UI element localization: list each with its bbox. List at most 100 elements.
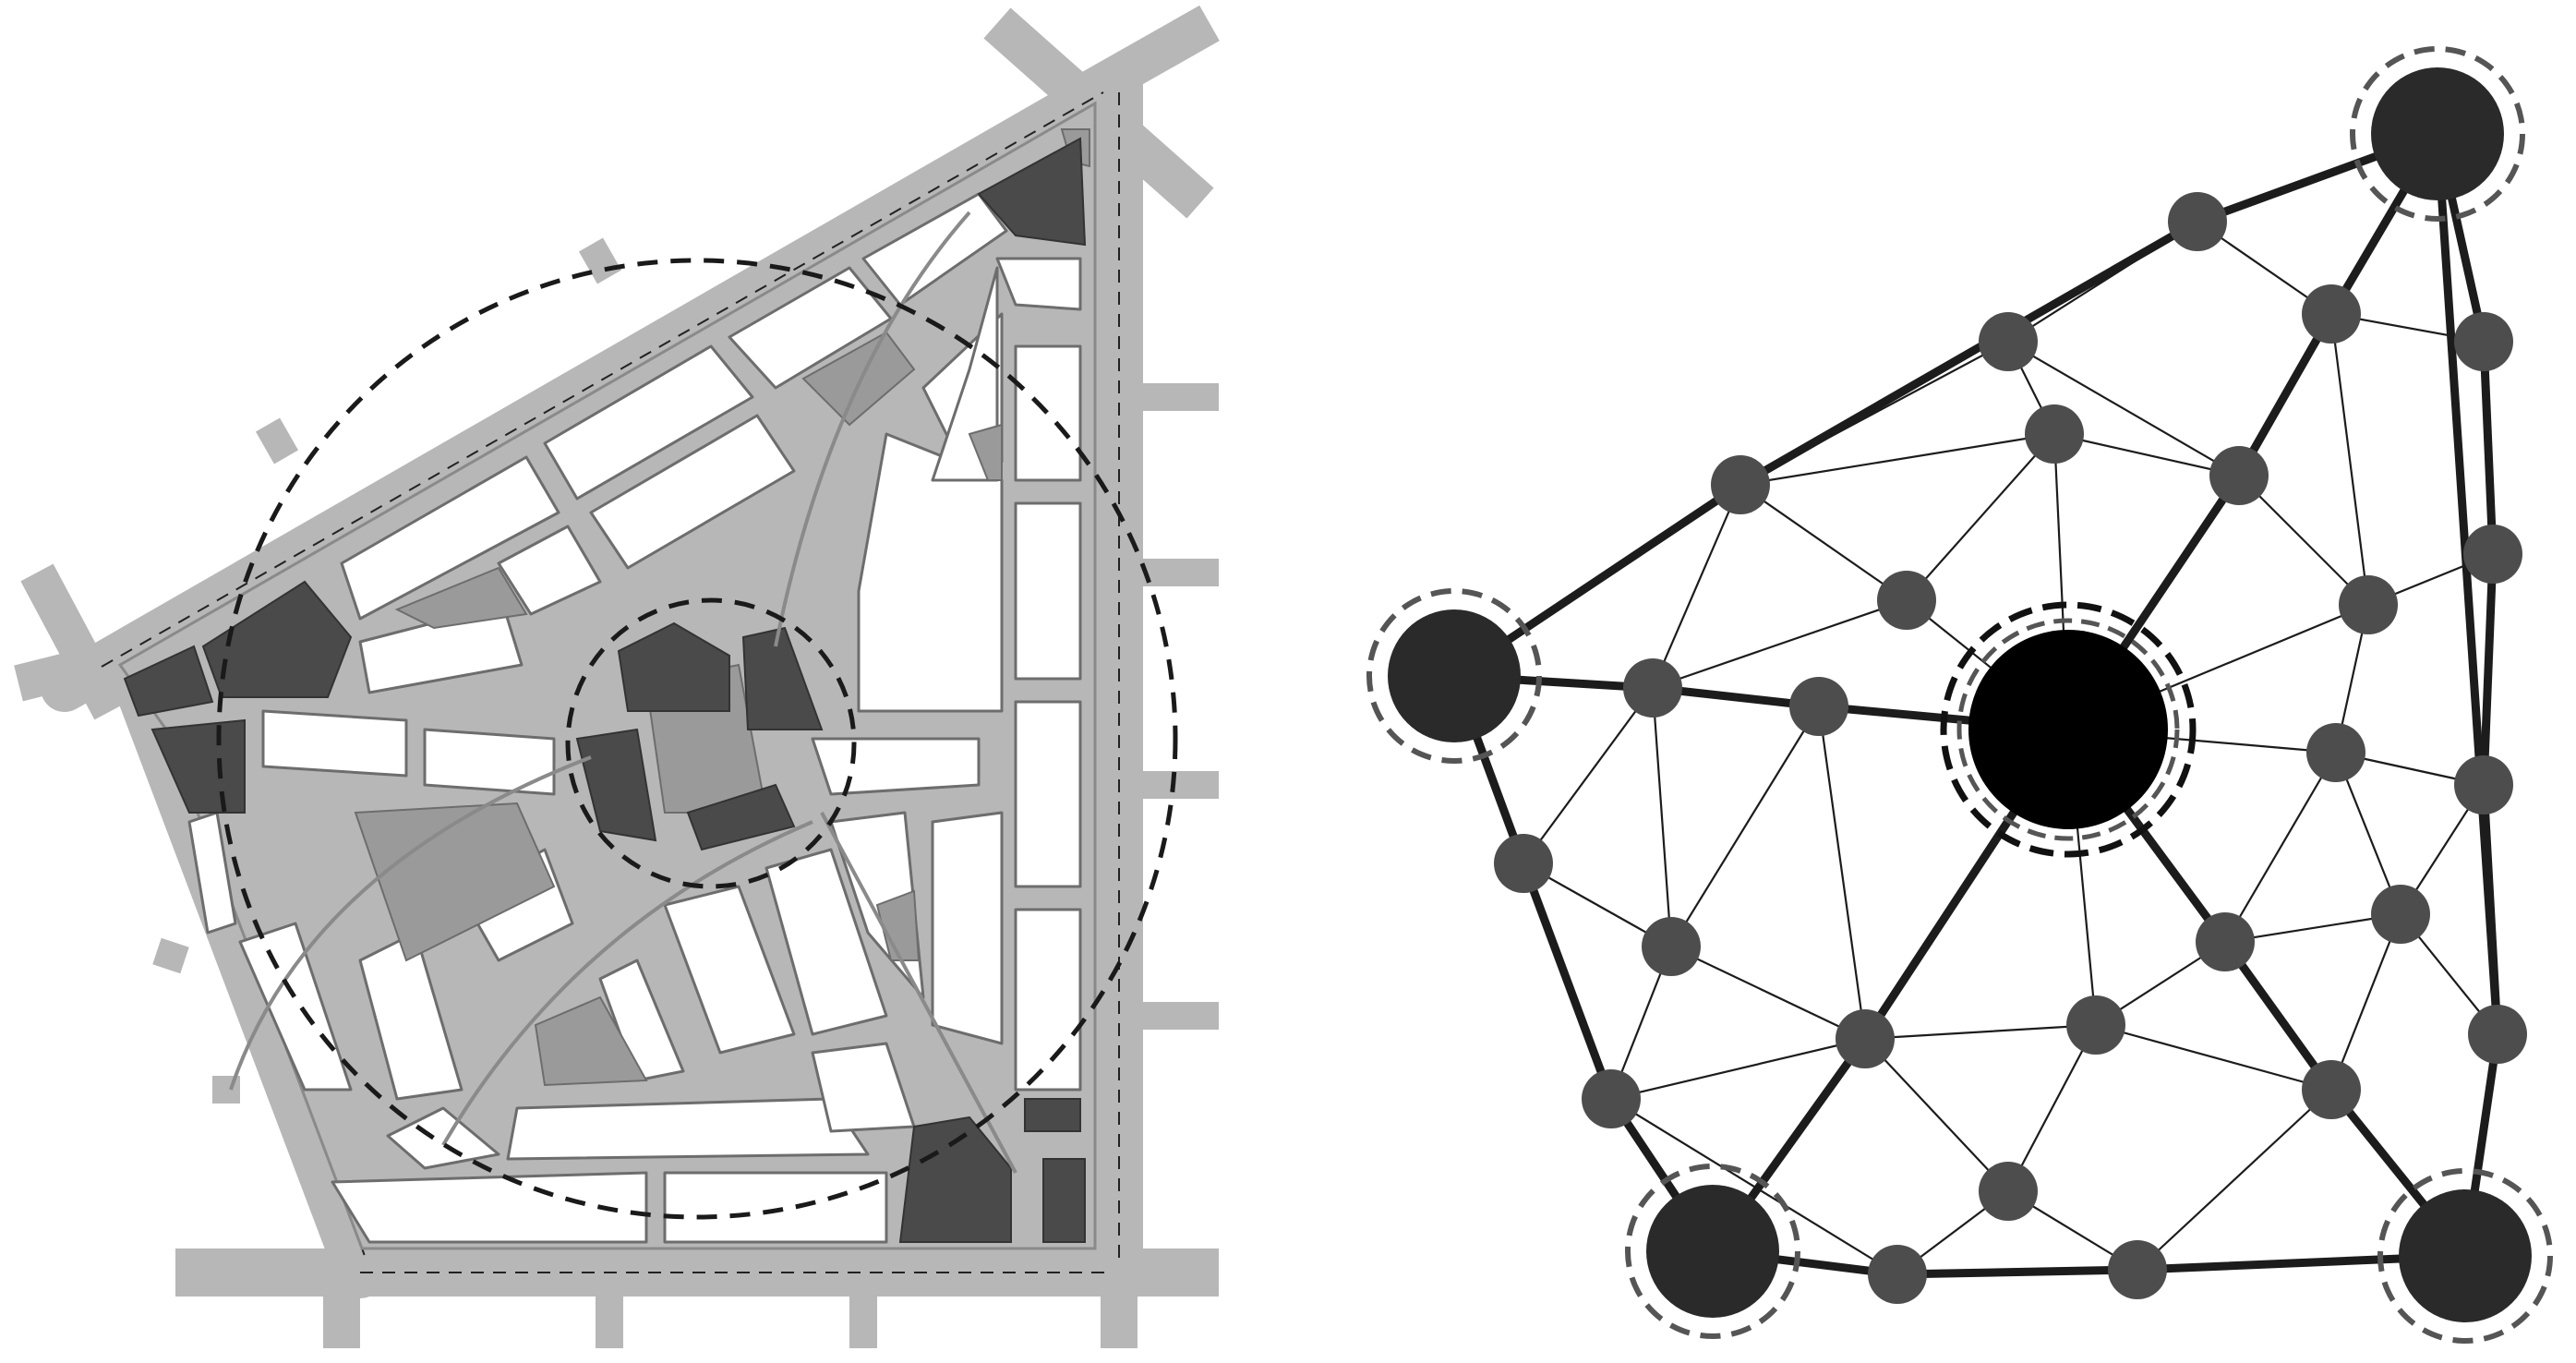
inner-street-curve bbox=[774, 211, 971, 647]
facility-block bbox=[123, 645, 214, 718]
facility-block bbox=[1024, 1098, 1081, 1132]
minor-link bbox=[1863, 1037, 2010, 1193]
hub-service-ring bbox=[2377, 1168, 2553, 1344]
block bbox=[811, 737, 981, 796]
center-service-ring bbox=[1940, 601, 2197, 858]
minor-link bbox=[1669, 705, 1821, 948]
center-service-ring-inner bbox=[1956, 618, 2180, 841]
local-node bbox=[2302, 284, 2361, 344]
local-node bbox=[2209, 446, 2269, 505]
corner-hub bbox=[2371, 67, 2504, 200]
network-graph bbox=[1366, 46, 2553, 1344]
block bbox=[861, 192, 1008, 307]
hub-service-ring bbox=[2350, 46, 2525, 222]
road-arm-nw-1 bbox=[20, 563, 127, 720]
block bbox=[728, 266, 893, 390]
major-link bbox=[2479, 337, 2498, 559]
minor-link bbox=[1609, 1037, 1867, 1101]
local-node bbox=[1979, 1162, 2038, 1221]
local-node bbox=[2371, 885, 2430, 944]
green-area bbox=[354, 802, 556, 962]
inner-street-curve bbox=[820, 812, 1017, 1174]
facility-block bbox=[150, 718, 246, 814]
inner-street-curve bbox=[229, 755, 592, 1091]
block bbox=[1014, 501, 1082, 681]
minor-link bbox=[1863, 1023, 2098, 1041]
facility-block bbox=[898, 1116, 1012, 1243]
local-node bbox=[2339, 575, 2398, 634]
facility-block bbox=[741, 626, 824, 730]
local-node bbox=[2454, 312, 2513, 371]
block bbox=[331, 1171, 648, 1244]
minor-link bbox=[2094, 1023, 2333, 1092]
minor-link bbox=[2006, 340, 2241, 477]
block bbox=[663, 885, 796, 1055]
minor-link bbox=[2329, 312, 2370, 607]
block bbox=[764, 848, 888, 1036]
green-area bbox=[875, 889, 921, 961]
corner-hub bbox=[2399, 1189, 2532, 1322]
local-node bbox=[1711, 455, 1770, 514]
facility-block bbox=[617, 621, 730, 712]
block bbox=[589, 414, 796, 570]
minor-link bbox=[1739, 483, 1908, 602]
block bbox=[238, 922, 353, 1092]
facility-block bbox=[1042, 1158, 1086, 1243]
major-link bbox=[1893, 1265, 2142, 1279]
minor-link bbox=[2006, 1023, 2098, 1193]
local-node bbox=[2066, 995, 2125, 1055]
inner-street-curve bbox=[441, 820, 813, 1147]
major-link bbox=[2479, 780, 2502, 1039]
centerline-north bbox=[101, 91, 1104, 668]
road-stub-n2 bbox=[578, 237, 622, 284]
local-node bbox=[1868, 1245, 1927, 1304]
minor-link bbox=[1739, 432, 2056, 487]
local-node bbox=[2108, 1240, 2167, 1299]
road-network bbox=[14, 5, 1220, 1348]
block bbox=[663, 1171, 888, 1244]
hub-service-ring bbox=[1625, 1164, 1800, 1339]
minor-link bbox=[1817, 705, 1867, 1041]
major-link bbox=[1736, 217, 2202, 489]
major-link bbox=[2234, 309, 2336, 480]
block bbox=[386, 1106, 500, 1170]
road-arm-ne-2 bbox=[1061, 5, 1220, 120]
urban-plan-map bbox=[14, 5, 1220, 1348]
block bbox=[1014, 344, 1082, 482]
minor-link bbox=[1651, 483, 1742, 690]
hub-service-ring bbox=[1366, 588, 1542, 764]
local-node bbox=[1623, 658, 1682, 718]
boundary-road-west bbox=[114, 664, 384, 1298]
local-node bbox=[1642, 917, 1701, 976]
minor-link bbox=[1651, 686, 1673, 948]
road-stub-n1 bbox=[255, 417, 299, 464]
block bbox=[931, 811, 1004, 1045]
block bbox=[543, 344, 754, 501]
local-node bbox=[1836, 1009, 1895, 1068]
block bbox=[506, 1097, 870, 1161]
local-node bbox=[2306, 723, 2365, 782]
minor-link bbox=[2329, 912, 2402, 1092]
road-arm-nw-2 bbox=[14, 646, 97, 702]
block bbox=[1014, 700, 1082, 888]
local-node bbox=[1877, 571, 1936, 630]
minor-link bbox=[1669, 945, 1867, 1041]
minor-link bbox=[1651, 598, 1908, 690]
local-node bbox=[2463, 525, 2522, 584]
minor-link bbox=[1522, 686, 1655, 865]
local-node bbox=[1979, 312, 2038, 371]
local-node bbox=[2025, 404, 2084, 464]
local-node bbox=[1494, 834, 1553, 893]
block bbox=[340, 455, 560, 621]
major-link bbox=[1519, 859, 1616, 1104]
green-area bbox=[968, 423, 1003, 481]
block bbox=[358, 931, 463, 1101]
block bbox=[931, 266, 999, 482]
green-area bbox=[534, 995, 648, 1087]
local-node bbox=[1582, 1069, 1641, 1128]
facility-block bbox=[686, 783, 796, 851]
local-node bbox=[2454, 755, 2513, 814]
local-node bbox=[2168, 192, 2227, 251]
minor-link bbox=[2223, 912, 2402, 944]
